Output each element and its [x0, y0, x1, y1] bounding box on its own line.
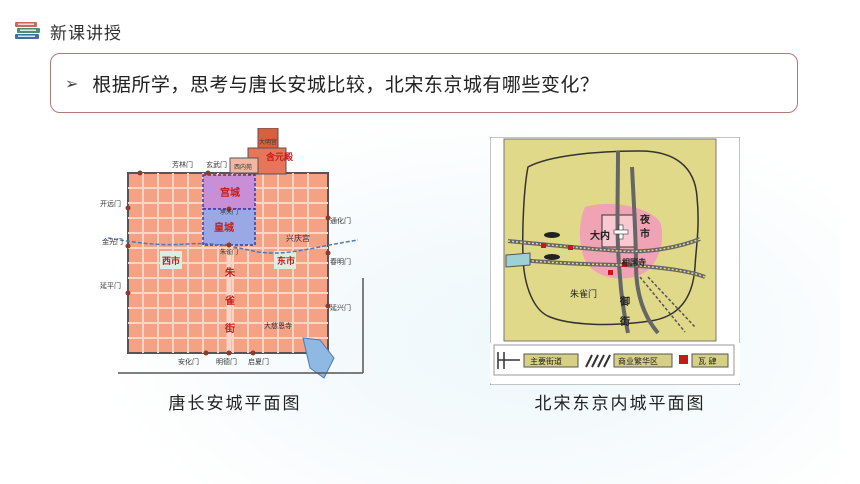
label-qixia: 启夏门: [248, 357, 269, 366]
label-xiangguosi: 相国寺: [622, 257, 646, 267]
dongjing-map: 大内 夜 市 相国寺 朱雀门 御 街 主要街道 商业繁华区 瓦 肆: [490, 137, 740, 385]
label-ciensi: 大慈恩寺: [264, 321, 292, 330]
question-text: 根据所学，思考与唐长安城比较，北宋东京城有哪些变化？: [92, 73, 600, 96]
legend-commerce: 商业繁华区: [618, 356, 658, 366]
label-jie-dj: 街: [619, 315, 630, 328]
changan-caption: 唐长安城平面图: [168, 394, 302, 414]
legend-road: 主要街道: [530, 356, 562, 366]
label-anhua: 安化门: [178, 357, 199, 366]
label-yeshi-1: 夜: [639, 213, 651, 226]
label-tonghua: 通化门: [330, 216, 351, 225]
label-chunming: 春明门: [330, 257, 351, 266]
label-zhuque-gate: 朱雀门: [220, 248, 238, 256]
label-jinguang: 金光门: [102, 237, 123, 246]
dongjing-caption: 北宋东京内城平面图: [534, 394, 706, 414]
book-stack-icon: [15, 22, 40, 39]
label-xinei: 西内苑: [234, 163, 252, 171]
legend-shop: 瓦 肆: [698, 356, 717, 366]
label-danei: 大内: [590, 229, 610, 242]
label-que: 雀: [224, 294, 235, 307]
label-yanxing: 延兴门: [330, 303, 351, 312]
question-box: ➢ 根据所学，思考与唐长安城比较，北宋东京城有哪些变化？: [50, 53, 798, 113]
label-yanping: 延平门: [100, 281, 121, 290]
label-xishi: 西市: [162, 255, 180, 267]
label-xingqing: 兴庆宫: [286, 233, 310, 243]
label-yu: 御: [619, 295, 630, 308]
bullet-arrow-icon: ➢: [65, 73, 79, 93]
label-jie: 街: [224, 322, 235, 335]
label-fanglin: 芳林门: [172, 160, 193, 169]
label-hanyuan: 含元殿: [265, 151, 294, 163]
label-zhu: 朱: [225, 266, 236, 279]
label-gongcheng: 宫城: [220, 186, 240, 199]
label-kaiyuan: 开远门: [100, 199, 121, 208]
label-dongshi: 东市: [277, 255, 295, 267]
changan-map: 含元殿 大明宫 西内苑 宫城 皇城 兴庆宫 西市 东市 朱 雀 街 大慈恩寺 承…: [98, 128, 368, 383]
label-chengtian: 承天门: [220, 208, 238, 216]
header-title: 新课讲授: [50, 23, 122, 44]
label-yeshi-2: 市: [640, 227, 650, 240]
label-daming: 大明宫: [259, 138, 277, 146]
section-header: 新课讲授: [14, 18, 122, 44]
label-zhuquemen: 朱雀门: [570, 288, 597, 300]
label-xuanwu: 玄武门: [206, 160, 227, 169]
label-huangcheng: 皇城: [214, 221, 234, 234]
label-mingde: 明德门: [216, 357, 237, 366]
